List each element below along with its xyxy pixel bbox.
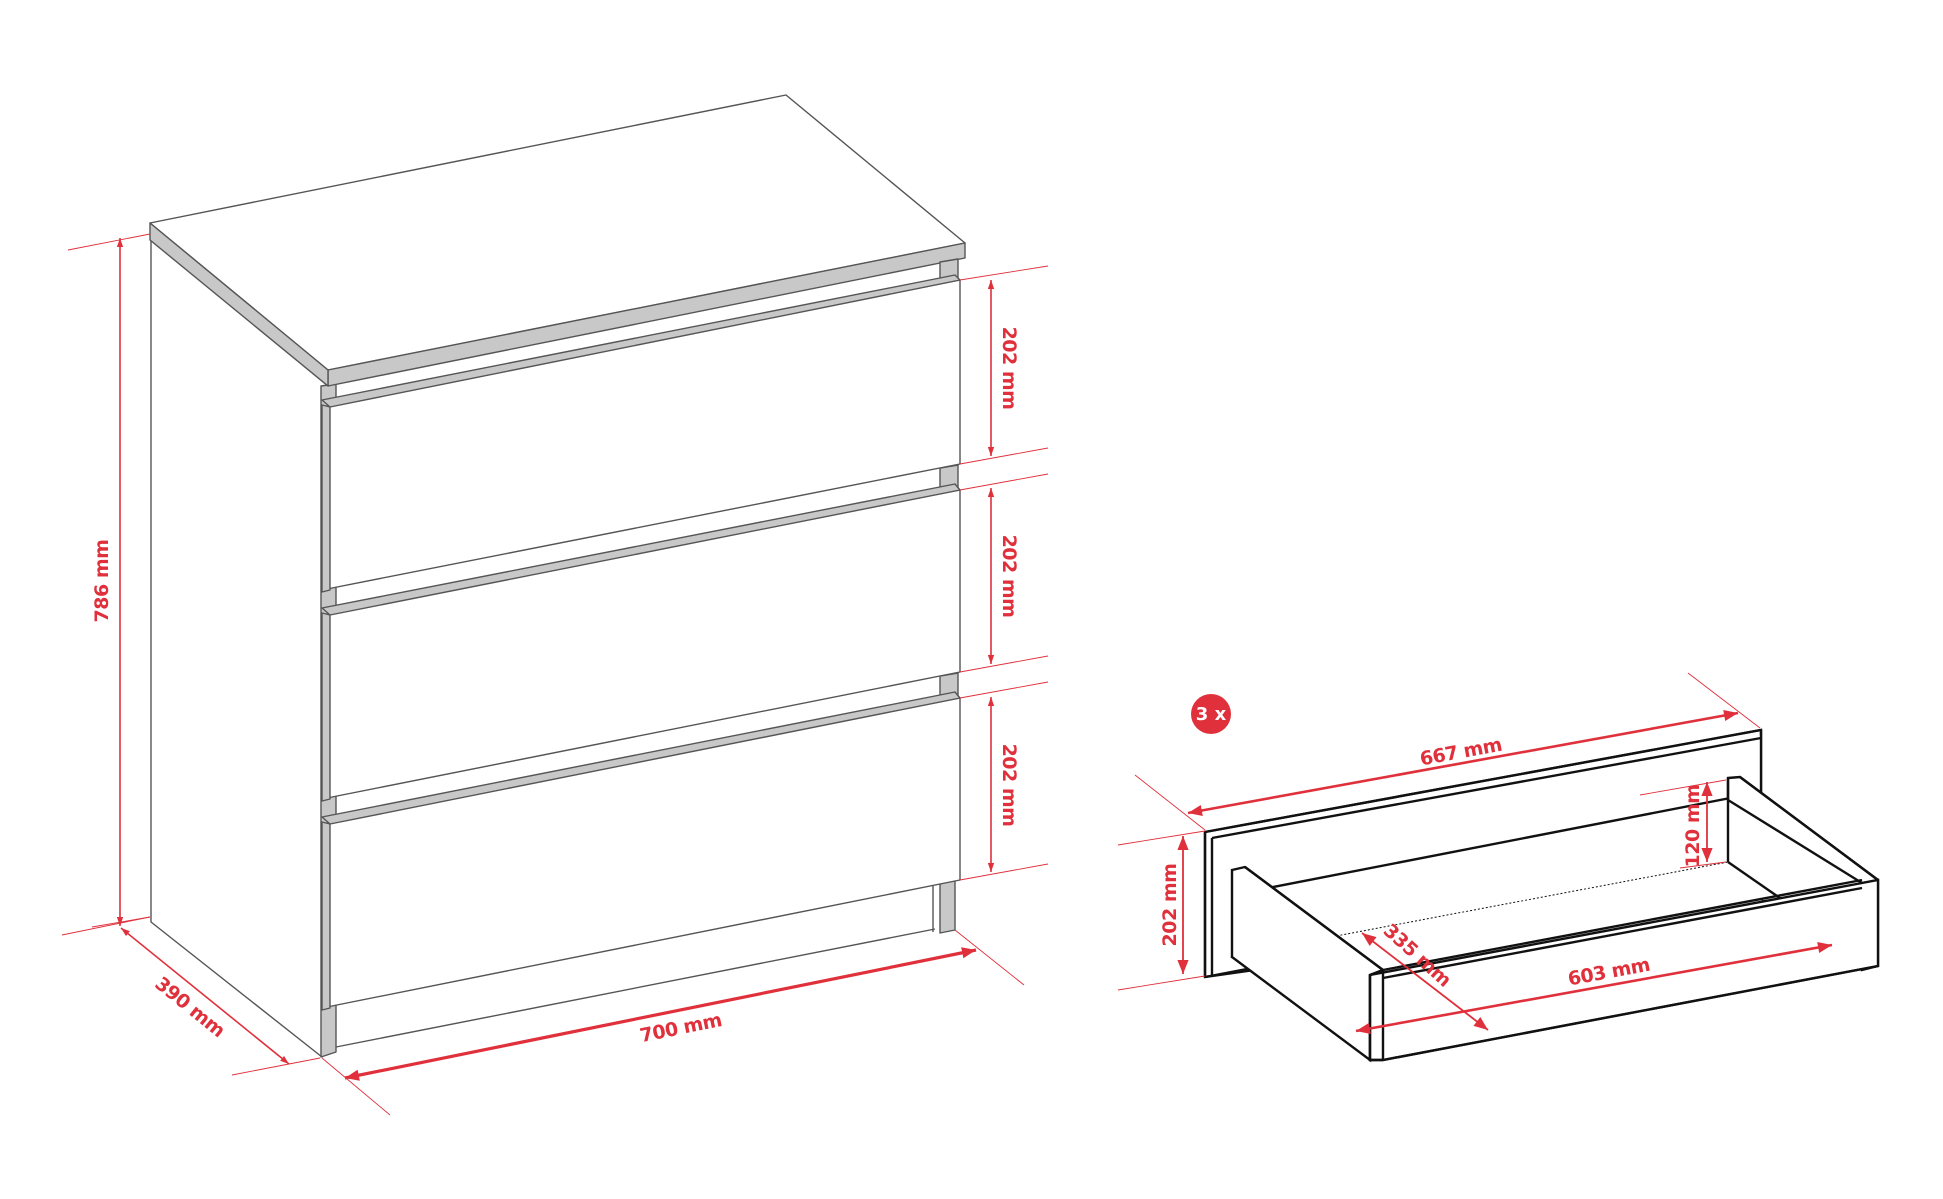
ext-line-height-top (67, 233, 151, 251)
dresser-dimensions (61, 233, 1049, 1116)
label-drawer-3-height: 202 mm (998, 744, 1020, 827)
drawer-box-drawing (1203, 728, 1880, 1063)
ext-line-height-bottom (61, 916, 151, 936)
drawer-2-left-edge (321, 612, 331, 802)
badge-label: 3 x (1196, 704, 1227, 725)
dim-arrow-front-width (1187, 709, 1739, 817)
quantity-badge: 3 x (1191, 694, 1231, 734)
label-drawer-2-height: 202 mm (998, 535, 1020, 618)
drawer-dimensions (1117, 672, 1833, 1035)
label-height: 786 mm (91, 540, 113, 623)
drawer-3-left-edge (321, 821, 331, 1011)
dresser-drawing (149, 94, 966, 1058)
dresser-right-leg (939, 879, 956, 934)
label-drawer-1-height: 202 mm (998, 327, 1020, 410)
drawer-1-left-edge (321, 404, 331, 593)
label-front-height: 202 mm (1159, 864, 1181, 947)
dim-arrow-depth (120, 927, 290, 1065)
dim-arrow-inner-width (1355, 941, 1833, 1035)
label-side-height: 120 mm (1682, 785, 1704, 868)
dim-arrow-width (344, 947, 977, 1081)
label-front-width: 667 mm (1418, 734, 1503, 771)
